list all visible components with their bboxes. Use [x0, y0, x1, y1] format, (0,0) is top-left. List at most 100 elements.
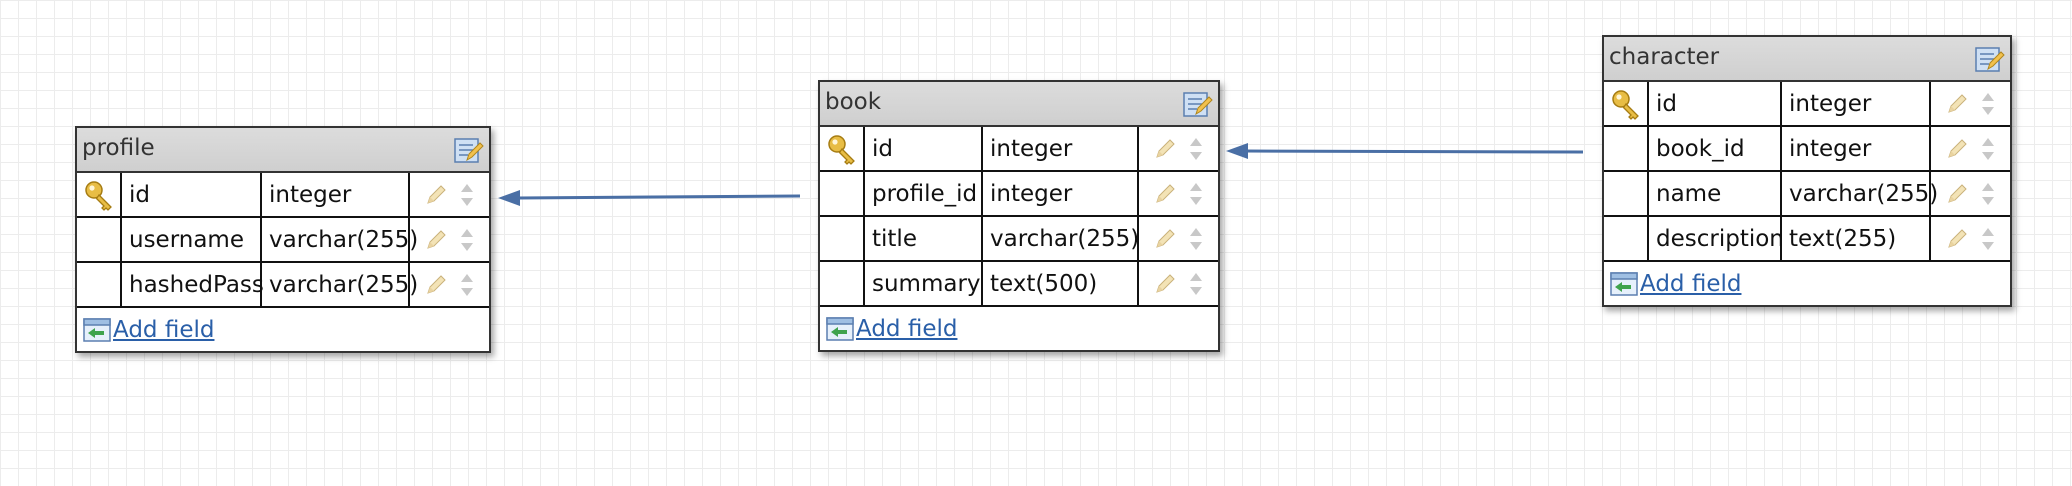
field-type[interactable]: varchar(255) [983, 217, 1139, 260]
reorder-icon[interactable] [1188, 271, 1204, 297]
edit-field-icon[interactable] [1153, 227, 1177, 251]
reorder-icon[interactable] [1980, 91, 1996, 117]
key-cell [1604, 217, 1649, 260]
field-actions [1139, 262, 1218, 305]
reorder-icon[interactable] [459, 272, 475, 298]
connector-character-to-book [1226, 143, 1584, 159]
field-row[interactable]: book_id integer [1604, 127, 2010, 172]
add-field-row: Add field [1604, 262, 2010, 305]
reorder-icon[interactable] [1980, 226, 1996, 252]
field-actions [1139, 217, 1218, 260]
add-field-icon[interactable] [826, 316, 854, 342]
key-cell [1604, 172, 1649, 215]
field-name[interactable]: summary [865, 262, 983, 305]
field-row[interactable]: id integer [1604, 82, 2010, 127]
edit-field-icon[interactable] [1945, 92, 1969, 116]
table-header: profile [77, 128, 489, 173]
key-cell [77, 263, 122, 306]
add-field-icon[interactable] [1610, 271, 1638, 297]
primary-key-icon [826, 133, 858, 165]
reorder-icon[interactable] [1188, 181, 1204, 207]
field-actions [410, 263, 489, 306]
table-title: profile [82, 135, 155, 161]
table-title: character [1609, 44, 1720, 70]
field-type[interactable]: text(255) [1782, 217, 1931, 260]
field-row[interactable]: title varchar(255) [820, 217, 1218, 262]
add-field-row: Add field [820, 307, 1218, 350]
edit-field-icon[interactable] [1153, 272, 1177, 296]
field-type[interactable]: integer [983, 172, 1139, 215]
key-cell [820, 262, 865, 305]
field-type[interactable]: varchar(255) [262, 263, 418, 306]
field-type[interactable]: varchar(255) [262, 218, 418, 261]
primary-key-icon [83, 179, 115, 211]
field-name[interactable]: name [1649, 172, 1782, 215]
field-name[interactable]: title [865, 217, 983, 260]
reorder-icon[interactable] [1980, 181, 1996, 207]
edit-field-icon[interactable] [1153, 137, 1177, 161]
field-actions [1931, 127, 2010, 170]
table-header: book [820, 82, 1218, 127]
key-cell [820, 172, 865, 215]
field-actions [1139, 172, 1218, 215]
table-title: book [825, 89, 882, 115]
field-name[interactable]: username [122, 218, 262, 261]
add-field-link[interactable]: Add field [113, 316, 215, 343]
field-actions [1931, 217, 2010, 260]
edit-field-icon[interactable] [1945, 227, 1969, 251]
add-field-icon[interactable] [83, 317, 111, 343]
reorder-icon[interactable] [1188, 136, 1204, 162]
field-row[interactable]: id integer [77, 173, 489, 218]
arrowhead [1226, 143, 1248, 159]
edit-field-icon[interactable] [1153, 182, 1177, 206]
field-row[interactable]: profile_id integer [820, 172, 1218, 217]
edit-field-icon[interactable] [424, 183, 448, 207]
arrowhead [498, 190, 520, 206]
edit-table-icon[interactable] [1975, 45, 2005, 73]
field-type[interactable]: integer [1782, 82, 1931, 125]
field-type[interactable]: text(500) [983, 262, 1139, 305]
field-name[interactable]: id [865, 127, 983, 170]
field-row[interactable]: summary text(500) [820, 262, 1218, 307]
field-actions [1931, 172, 2010, 215]
field-type[interactable]: integer [983, 127, 1139, 170]
reorder-icon[interactable] [1980, 136, 1996, 162]
field-type[interactable]: integer [1782, 127, 1931, 170]
field-name[interactable]: profile_id [865, 172, 983, 215]
edit-field-icon[interactable] [424, 273, 448, 297]
edit-field-icon[interactable] [424, 228, 448, 252]
field-actions [410, 173, 489, 216]
edit-field-icon[interactable] [1945, 137, 1969, 161]
key-cell [1604, 127, 1649, 170]
field-name[interactable]: id [122, 173, 262, 216]
table-header: character [1604, 37, 2010, 82]
table-profile[interactable]: profile id integer username varchar(255)… [75, 126, 491, 353]
edit-table-icon[interactable] [1183, 90, 1213, 118]
table-book[interactable]: book id integer profile_id integer title… [818, 80, 1220, 352]
primary-key-icon [1610, 88, 1642, 120]
field-name[interactable]: hashedPass [122, 263, 264, 306]
reorder-icon[interactable] [459, 182, 475, 208]
field-row[interactable]: description text(255) [1604, 217, 2010, 262]
field-type[interactable]: integer [262, 173, 410, 216]
field-name[interactable]: description [1649, 217, 1784, 260]
field-row[interactable]: hashedPass varchar(255) [77, 263, 489, 308]
field-name[interactable]: id [1649, 82, 1782, 125]
key-cell [820, 127, 865, 170]
reorder-icon[interactable] [1188, 226, 1204, 252]
field-row[interactable]: name varchar(255) [1604, 172, 2010, 217]
key-cell [1604, 82, 1649, 125]
field-type[interactable]: varchar(255) [1782, 172, 1938, 215]
key-cell [820, 217, 865, 260]
reorder-icon[interactable] [459, 227, 475, 253]
add-field-link[interactable]: Add field [1640, 270, 1742, 297]
field-row[interactable]: id integer [820, 127, 1218, 172]
edit-table-icon[interactable] [454, 136, 484, 164]
field-actions [410, 218, 489, 261]
add-field-link[interactable]: Add field [856, 315, 958, 342]
edit-field-icon[interactable] [1945, 182, 1969, 206]
field-row[interactable]: username varchar(255) [77, 218, 489, 263]
table-character[interactable]: character id integer book_id integer nam… [1602, 35, 2012, 307]
key-cell [77, 218, 122, 261]
field-name[interactable]: book_id [1649, 127, 1782, 170]
